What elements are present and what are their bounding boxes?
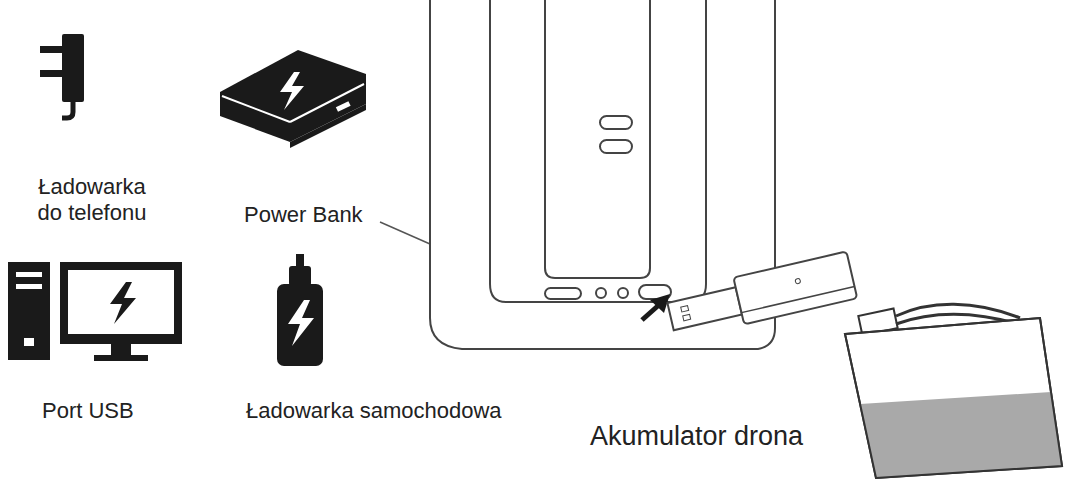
leader-line <box>380 222 430 244</box>
label: Akumulator drona <box>590 420 803 452</box>
label: Ładowarka do telefonu <box>30 174 154 227</box>
label: Ładowarka samochodowa <box>246 398 502 424</box>
usb-port-computer-icon <box>8 262 182 361</box>
label: Power Bank <box>244 202 363 228</box>
phone-charger-icon <box>40 34 84 118</box>
insert-arrow <box>642 294 670 320</box>
usb-charger <box>665 251 857 340</box>
car-charger-icon <box>277 254 323 366</box>
power-bank-icon <box>220 50 366 148</box>
drone-battery <box>845 318 1062 478</box>
label: Port USB <box>42 398 134 424</box>
drone-controller <box>430 0 775 349</box>
